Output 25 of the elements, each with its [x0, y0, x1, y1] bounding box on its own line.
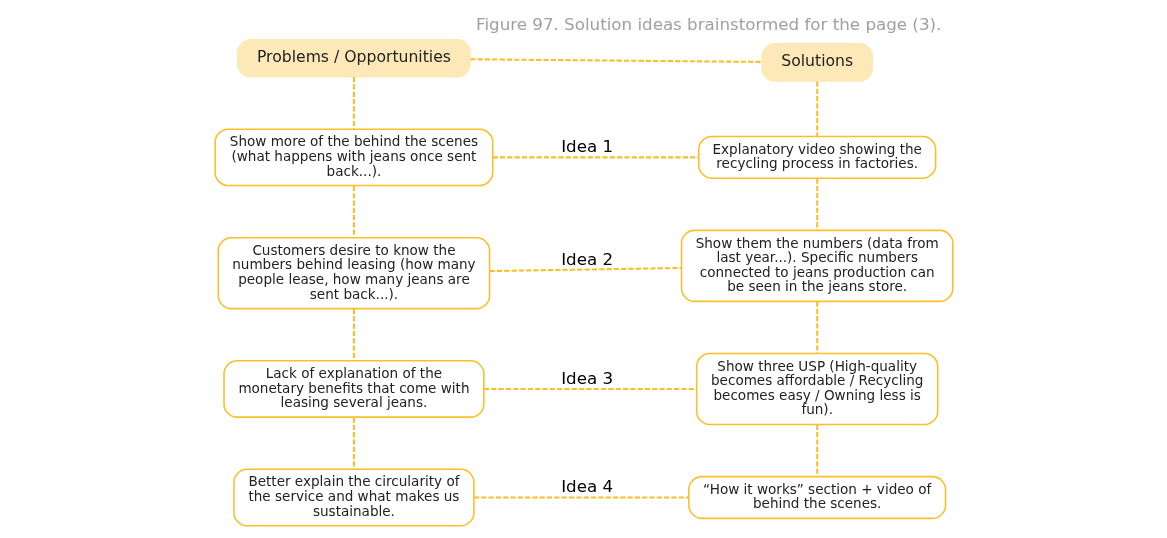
edge-label: Idea 2	[560, 249, 613, 269]
connector	[815, 81, 818, 137]
edge-label: Idea 1	[560, 136, 613, 156]
node-box: Show more of the behind the scenes (what happens with jeans once sent back...).	[213, 128, 493, 187]
node-box: Explanatory video showing the recycling process in factories.	[697, 135, 936, 179]
connector	[469, 58, 762, 63]
node-box: Lack of explanation of the monetary benefits that come with leasing several jeans.	[222, 360, 485, 418]
connector	[489, 266, 681, 273]
connector	[483, 387, 697, 391]
diagram-title: Figure 97. Solution ideas brainstormed for the page (3).	[475, 14, 941, 34]
connector	[492, 156, 699, 159]
node-box: Customers desire to know the numbers behind leasing (how many people lease, how many jeans are sent back...).	[217, 236, 490, 310]
edge-label: Idea 4	[560, 477, 613, 497]
connector	[352, 185, 355, 238]
node-box: Show three USP (High-quality becomes affordable / Recycling becomes easy / Owning less is fun).	[695, 352, 938, 426]
edge-label: Idea 3	[560, 368, 613, 388]
node-box: “How it works” section + video of behind the scenes.	[687, 475, 946, 520]
connector	[352, 77, 355, 130]
node-box: Better explain the circularity of the service and what makes us sustainable.	[232, 468, 475, 527]
node-box: Show them the numbers (data from last year...). Specific numbers connected to jeans production can be seen in the jeans store.	[680, 229, 954, 303]
connector	[352, 309, 355, 361]
connector	[473, 496, 689, 499]
connector	[815, 424, 818, 477]
node-box: Solutions	[760, 43, 873, 82]
node-box: Problems / Opportunities	[236, 38, 471, 78]
